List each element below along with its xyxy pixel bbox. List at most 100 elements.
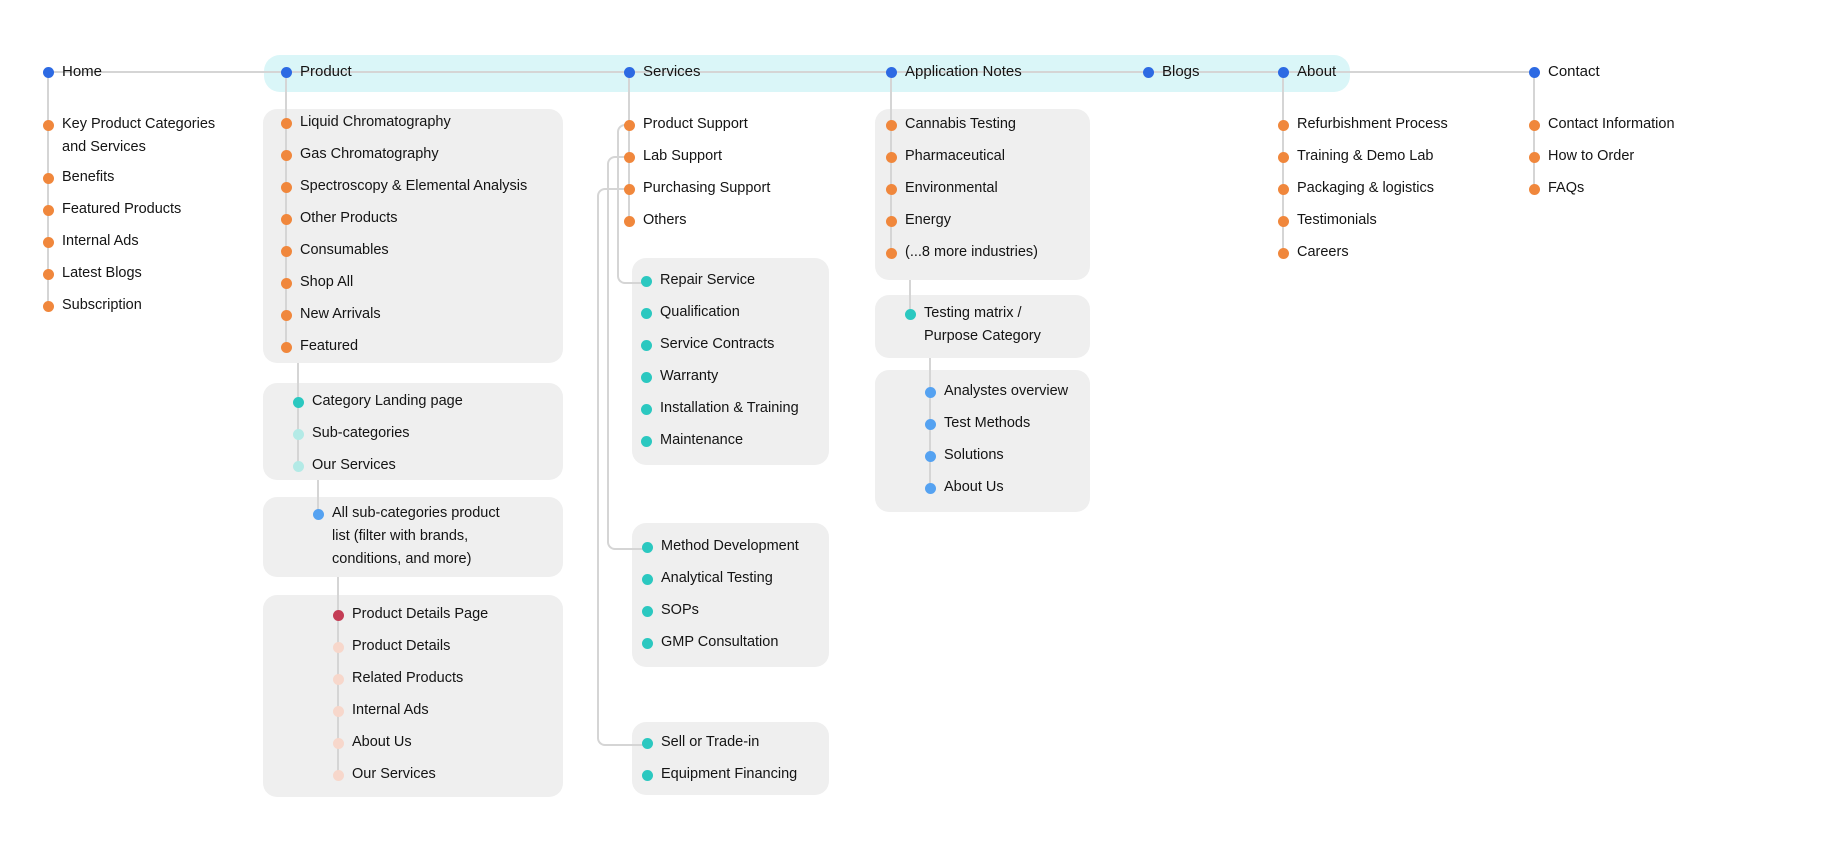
sitemap-node-featured[interactable]: Featured	[300, 338, 359, 354]
gmp-consultation-dot	[641, 637, 653, 649]
sitemap-node-testing-matrix-purpose-category[interactable]: Testing matrix / Purpose Category	[924, 305, 1041, 344]
energy-dot	[885, 215, 897, 227]
product-support-dot	[623, 119, 635, 131]
pharmaceutical-dot	[885, 151, 897, 163]
warranty-dot	[640, 371, 652, 383]
sitemap-node-about-us[interactable]: About Us	[352, 734, 412, 750]
nav-node-home[interactable]: Home	[62, 63, 103, 80]
sitemap-node-8-more-industries[interactable]: (...8 more industries)	[905, 244, 1038, 260]
sitemap-node-product-support[interactable]: Product Support	[643, 116, 748, 132]
cannabis-testing-dot	[885, 119, 897, 131]
sitemap-node-qualification[interactable]: Qualification	[660, 304, 740, 320]
internal-ads-dot	[42, 236, 54, 248]
sitemap-node-equipment-financing[interactable]: Equipment Financing	[661, 766, 798, 782]
careers-dot	[1277, 247, 1289, 259]
sitemap-node-internal-ads[interactable]: Internal Ads	[62, 233, 139, 249]
featured-products-dot	[42, 204, 54, 216]
nav-node-services[interactable]: Services	[643, 63, 701, 80]
sitemap-node-spectroscopy-elemental-analysis[interactable]: Spectroscopy & Elemental Analysis	[300, 178, 528, 194]
sitemap-node-our-services[interactable]: Our Services	[352, 766, 436, 782]
sitemap-node-environmental[interactable]: Environmental	[905, 180, 998, 196]
sitemap-node-test-methods[interactable]: Test Methods	[944, 415, 1031, 431]
sitemap-node-solutions[interactable]: Solutions	[944, 447, 1004, 463]
sitemap-node-product-details-page[interactable]: Product Details Page	[352, 606, 489, 622]
group-box	[263, 595, 563, 797]
sitemap-node-all-sub-categories-product-list-filter-w[interactable]: All sub-categories product list (filter …	[332, 505, 500, 567]
nav-node-application-notes[interactable]: Application Notes	[905, 63, 1022, 80]
sitemap-node-new-arrivals[interactable]: New Arrivals	[300, 306, 381, 322]
sitemap-node-how-to-order[interactable]: How to Order	[1548, 148, 1635, 164]
sitemap-node-consumables[interactable]: Consumables	[300, 242, 389, 258]
sops-dot	[641, 605, 653, 617]
product-details-dot	[332, 641, 344, 653]
sitemap-node-method-development[interactable]: Method Development	[661, 538, 799, 554]
sitemap-node-sell-or-trade-in[interactable]: Sell or Trade-in	[661, 734, 760, 750]
all-sub-categories-product-list-filter-w-dot	[312, 508, 324, 520]
nav-node-dot-application-notes	[885, 66, 897, 78]
group-box	[875, 370, 1090, 512]
sitemap-node-sub-categories[interactable]: Sub-categories	[312, 425, 410, 441]
sitemap-node-internal-ads[interactable]: Internal Ads	[352, 702, 429, 718]
purchasing-support-dot	[623, 183, 635, 195]
lab-support-dot	[623, 151, 635, 163]
testimonials-dot	[1277, 215, 1289, 227]
sitemap-node-other-products[interactable]: Other Products	[300, 210, 398, 226]
sitemap-node-liquid-chromatography[interactable]: Liquid Chromatography	[300, 114, 451, 130]
sitemap-node-testimonials[interactable]: Testimonials	[1297, 212, 1377, 228]
shop-all-dot	[280, 277, 292, 289]
sitemap-node-purchasing-support[interactable]: Purchasing Support	[643, 180, 771, 196]
sitemap-node-product-details[interactable]: Product Details	[352, 638, 451, 654]
sitemap-node-maintenance[interactable]: Maintenance	[660, 432, 744, 448]
sitemap-node-service-contracts[interactable]: Service Contracts	[660, 336, 775, 352]
how-to-order-dot	[1528, 151, 1540, 163]
packaging-logistics-dot	[1277, 183, 1289, 195]
sitemap-node-sops[interactable]: SOPs	[661, 602, 699, 618]
product-details-page-dot	[332, 609, 344, 621]
sitemap-node-warranty[interactable]: Warranty	[660, 368, 719, 384]
sitemap-node-category-landing-page[interactable]: Category Landing page	[312, 393, 463, 409]
elbow-connector-bottom	[617, 262, 647, 284]
sitemap-node-lab-support[interactable]: Lab Support	[643, 148, 723, 164]
sitemap-node-analytical-testing[interactable]: Analytical Testing	[661, 570, 773, 586]
sitemap-node-training-demo-lab[interactable]: Training & Demo Lab	[1297, 148, 1434, 164]
sitemap-node-our-services[interactable]: Our Services	[312, 457, 396, 473]
about-us-dot	[332, 737, 344, 749]
solutions-dot	[924, 450, 936, 462]
sitemap-node-key-product-categories-and-services[interactable]: Key Product Categories and Services	[62, 116, 216, 155]
sitemap-node-analystes-overview[interactable]: Analystes overview	[944, 383, 1069, 399]
sitemap-node-benefits[interactable]: Benefits	[62, 169, 115, 185]
nav-node-contact[interactable]: Contact	[1548, 63, 1600, 80]
sitemap-node-pharmaceutical[interactable]: Pharmaceutical	[905, 148, 1005, 164]
sitemap-node-installation-training[interactable]: Installation & Training	[660, 400, 799, 416]
sitemap-node-gas-chromatography[interactable]: Gas Chromatography	[300, 146, 439, 162]
nav-node-blogs[interactable]: Blogs	[1162, 63, 1200, 80]
group-connector-line	[297, 363, 299, 466]
sitemap-node-others[interactable]: Others	[643, 212, 687, 228]
group-connector-line	[317, 480, 319, 514]
nav-node-dot-home	[42, 66, 54, 78]
sitemap-node-packaging-logistics[interactable]: Packaging & logistics	[1297, 180, 1435, 196]
sitemap-node-contact-information[interactable]: Contact Information	[1548, 116, 1675, 132]
sitemap-node-energy[interactable]: Energy	[905, 212, 951, 228]
sitemap-node-related-products[interactable]: Related Products	[352, 670, 464, 686]
nav-node-dot-contact	[1528, 66, 1540, 78]
contact-information-dot	[1528, 119, 1540, 131]
sitemap-node-about-us[interactable]: About Us	[944, 479, 1004, 495]
subscription-dot	[42, 300, 54, 312]
sitemap-node-repair-service[interactable]: Repair Service	[660, 272, 756, 288]
benefits-dot	[42, 172, 54, 184]
sitemap-node-cannabis-testing[interactable]: Cannabis Testing	[905, 116, 1016, 132]
sitemap-node-faqs[interactable]: FAQs	[1548, 180, 1585, 196]
group-box	[263, 109, 563, 363]
installation-training-dot	[640, 403, 652, 415]
sitemap-node-featured-products[interactable]: Featured Products	[62, 201, 182, 217]
nav-node-about[interactable]: About	[1297, 63, 1337, 80]
sitemap-node-careers[interactable]: Careers	[1297, 244, 1349, 260]
sitemap-node-subscription[interactable]: Subscription	[62, 297, 142, 313]
gas-chromatography-dot	[280, 149, 292, 161]
sitemap-node-gmp-consultation[interactable]: GMP Consultation	[661, 634, 779, 650]
sitemap-node-latest-blogs[interactable]: Latest Blogs	[62, 265, 142, 281]
sitemap-node-shop-all[interactable]: Shop All	[300, 274, 354, 290]
sitemap-node-refurbishment-process[interactable]: Refurbishment Process	[1297, 116, 1448, 132]
nav-node-product[interactable]: Product	[300, 63, 352, 80]
